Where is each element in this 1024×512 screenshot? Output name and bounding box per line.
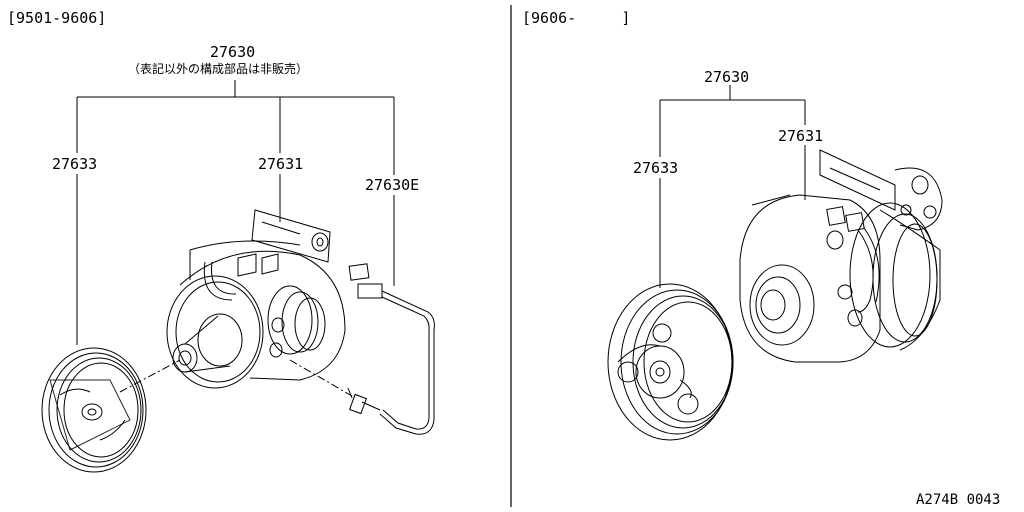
right-compressor-drawing [739,149,943,363]
right-compressor-part-number: 27631 [778,127,824,145]
left-pulley-drawing [41,347,147,473]
left-assembly-note: （表記以外の構成部品は非販売） [128,62,309,76]
left-assembly-part-number: 27630 [210,43,256,61]
left-date-range: [9501-9606] [7,9,107,27]
left-leader-lines [76,80,395,345]
left-harness-part-number: 27630E [365,176,420,194]
left-compressor-part-number: 27631 [258,155,304,173]
right-date-range: [9606- ] [522,9,631,27]
left-pulley-part-number: 27633 [52,155,98,173]
drawing-code: A274B 0043 [916,492,1001,508]
right-assembly-part-number: 27630 [704,68,750,86]
right-pulley-drawing [607,283,734,441]
left-harness-drawing [347,263,435,435]
left-centerlines [119,359,353,397]
left-compressor-drawing [166,209,346,389]
right-pulley-part-number: 27633 [633,159,679,177]
right-leader-lines [659,85,806,288]
